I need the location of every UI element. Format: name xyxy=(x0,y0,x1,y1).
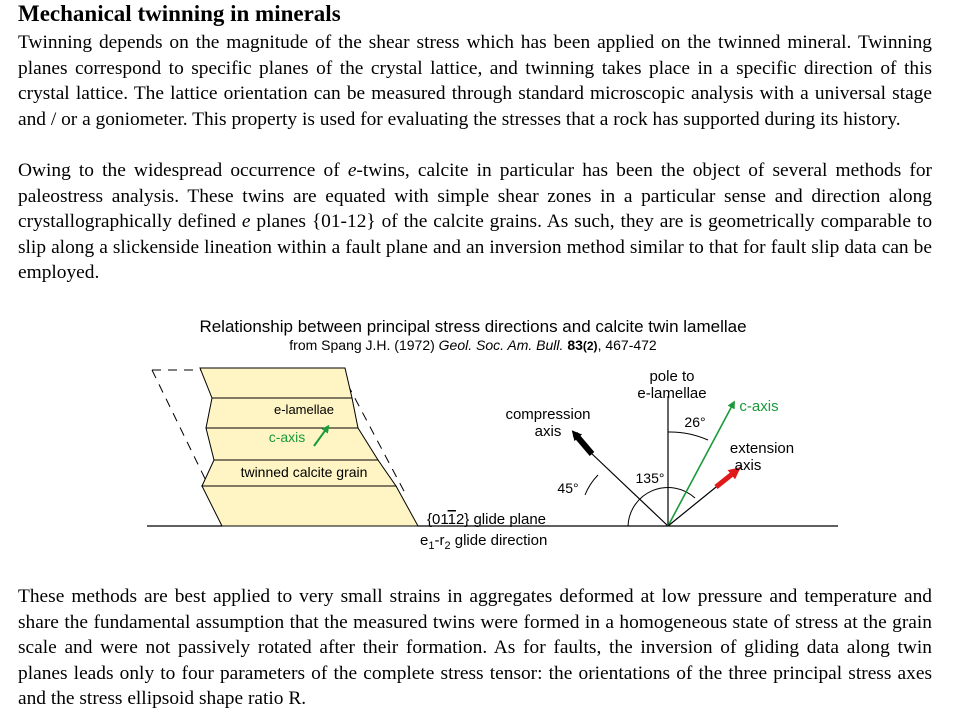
extension-axis-arrow xyxy=(714,467,741,489)
angle-135-label: 135° xyxy=(636,470,665,486)
compression-label: compression xyxy=(505,406,590,423)
figure-source: from Spang J.H. (1972) Geol. Soc. Am. Bu… xyxy=(289,337,657,353)
glide-plane-prefix: {01 xyxy=(427,511,448,528)
figure-source-volume: 83 xyxy=(567,337,583,353)
twin-lamellae-figure: Relationship between principal stress di… xyxy=(0,310,973,560)
figure-source-prefix: from Spang J.H. (1972) xyxy=(289,337,438,353)
angle-45-arc xyxy=(584,474,599,496)
glide-plane-suffix: 2} glide plane xyxy=(456,511,546,528)
glide-dir-sub1: 1 xyxy=(428,540,434,552)
paragraph-methods: These methods are best applied to very s… xyxy=(18,586,932,710)
pole-e-lamellae-label: e-lamellae xyxy=(637,385,706,402)
paragraph-calcite-text-3: planes {01-12} of the calcite grains. As… xyxy=(18,211,933,284)
extension-axis-label: axis xyxy=(735,457,762,474)
figure-source-issue: (2) xyxy=(583,339,598,353)
angle-26-arc xyxy=(667,431,709,441)
compression-axis-label: axis xyxy=(535,423,562,440)
figure-svg: Relationship between principal stress di… xyxy=(147,317,838,552)
glide-dir-sub2: 2 xyxy=(444,540,450,552)
paragraph-intro: Twinning depends on the magnitude of the… xyxy=(18,32,932,130)
twinned-grain-label: twinned calcite grain xyxy=(241,464,368,480)
figure-caption: Relationship between principal stress di… xyxy=(199,317,746,336)
e-planes-italic: e xyxy=(241,211,251,233)
original-grain-outline xyxy=(151,369,406,494)
figure-source-journal: Geol. Soc. Am. Bull. xyxy=(439,337,564,353)
glide-dir-e: e xyxy=(420,532,428,549)
angle-26-label: 26° xyxy=(684,414,705,430)
compression-axis-arrow xyxy=(571,430,595,456)
page-title: Mechanical twinning in minerals xyxy=(18,1,341,26)
glide-dir-r: -r xyxy=(434,532,444,549)
figure-source-pages: , 467-472 xyxy=(598,337,657,353)
c-axis-right-label: c-axis xyxy=(739,398,778,415)
pole-to-label: pole to xyxy=(649,368,694,385)
c-axis-right-line xyxy=(667,400,735,527)
compression-axis-line xyxy=(589,451,669,527)
twinned-crystal-slabs xyxy=(199,367,419,527)
c-axis-left-label: c-axis xyxy=(269,429,306,445)
e-lamellae-label: e-lamellae xyxy=(274,402,334,417)
glide-plane-digit: 1 xyxy=(448,511,456,528)
paragraph-calcite-text-2: -twins, calcite in particular has been t… xyxy=(18,160,932,233)
paragraph-calcite: Owing to the widespread occurrence of e-… xyxy=(18,158,932,286)
paragraph-calcite-text-1: Owing to the widespread occurrence of xyxy=(18,160,348,181)
c-axis-left-arrow xyxy=(313,424,330,447)
glide-plane-label: {0112} glide plane xyxy=(427,511,546,528)
glide-direction-label: e1-r2 glide direction xyxy=(420,532,547,552)
glide-dir-suffix: glide direction xyxy=(451,532,548,549)
extension-label: extension xyxy=(730,440,794,457)
angle-45-label: 45° xyxy=(557,480,578,496)
e-twins-italic: e xyxy=(347,160,357,181)
angle-135-arc xyxy=(627,486,696,527)
